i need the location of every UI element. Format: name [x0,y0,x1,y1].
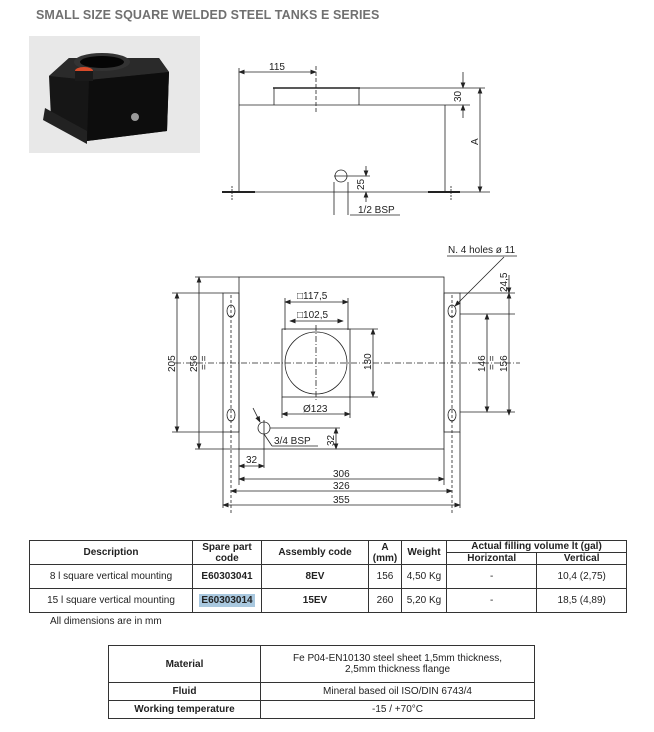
cell-spare-code: E60303014 [192,588,262,613]
highlighted-text[interactable]: E60303014 [199,594,255,607]
port-label-three-quarter-bsp: 3/4 BSP [274,436,311,447]
dim-30: 30 [453,90,464,102]
dim-32-vertical: 32 [326,434,337,446]
col-description: Description [29,540,193,565]
col-volume: Actual filling volume lt (gal) [446,540,627,553]
col-a: A(mm) [368,540,402,565]
col-assembly-code: Assembly code [261,540,369,565]
table-row: 8 l square vertical mounting E60303041 8… [29,564,627,589]
dim-256: 256 [189,355,200,372]
dim-146: 146 [477,355,488,372]
cell-horizontal: - [445,564,538,589]
page-title: SMALL SIZE SQUARE WELDED STEEL TANKS E S… [36,8,380,22]
dim-a: A [470,138,481,145]
dimensions-note: All dimensions are in mm [50,616,162,627]
spec-value: Mineral based oil ISO/DIN 6743/4 [260,682,535,701]
dim-32-horizontal: 32 [246,455,258,466]
spec-value-line: 2,5mm thickness flange [344,664,451,675]
dim-24-5: 24,5 [499,272,510,292]
cell-a: 260 [368,588,402,613]
cell-horizontal: - [445,588,538,613]
spec-value-line: Fe P04-EN10130 steel sheet 1,5mm thickne… [293,653,502,664]
plan-view [172,255,520,515]
col-a-unit: (mm) [372,552,398,564]
dim-156: 156 [499,355,510,372]
cell-description: 15 l square vertical mounting [29,588,193,613]
cell-assembly-code: 8EV [261,564,369,589]
product-photo [29,36,200,153]
cell-assembly-code: 15EV [261,588,369,613]
dim-115: 115 [269,62,285,73]
spec-value: -15 / +70°C [260,700,535,719]
models-table: Description Spare part code Assembly cod… [29,540,627,613]
cell-description: 8 l square vertical mounting [29,564,193,589]
col-horizontal: Horizontal [445,552,538,565]
tank-image [43,53,169,144]
equal-mark-left: = = [199,355,210,370]
dim-square-102: □102,5 [297,310,329,321]
dim-306: 306 [333,469,350,480]
spec-row-material: Material Fe P04-EN10130 steel sheet 1,5m… [108,645,535,683]
dim-square-117: □117,5 [297,291,328,302]
table-header-row: Description Spare part code Assembly cod… [29,540,627,565]
equal-mark-right: = = [487,355,498,370]
dim-25: 25 [356,178,367,190]
dim-dia-123: Ø123 [303,404,328,415]
col-weight: Weight [401,540,447,565]
dim-205: 205 [167,355,178,372]
side-view [222,66,490,216]
port-label-half-bsp: 1/2 BSP [358,205,395,216]
col-a-label: A [381,541,389,553]
cell-vertical: 18,5 (4,89) [536,588,627,613]
col-spare-code: Spare part code [192,540,262,565]
col-vertical: Vertical [536,552,627,565]
cell-weight: 5,20 Kg [401,588,447,613]
cell-a: 156 [368,564,402,589]
spec-label: Fluid [108,682,261,701]
spec-label: Material [108,645,261,683]
specs-table: Material Fe P04-EN10130 steel sheet 1,5m… [108,645,535,719]
cell-spare-code: E60303041 [192,564,262,589]
technical-drawing: 115 30 A 25 1/2 BSP [167,62,520,515]
dim-130: 130 [363,353,374,370]
dim-355: 355 [333,495,350,506]
table-row: 15 l square vertical mounting E60303014 … [29,588,627,613]
cell-weight: 4,50 Kg [401,564,447,589]
spec-value: Fe P04-EN10130 steel sheet 1,5mm thickne… [260,645,535,683]
dim-326: 326 [333,481,350,492]
cell-vertical: 10,4 (2,75) [536,564,627,589]
spec-label: Working temperature [108,700,261,719]
spec-row-temperature: Working temperature -15 / +70°C [108,700,535,719]
holes-note: N. 4 holes ø 11 [448,245,516,256]
spec-row-fluid: Fluid Mineral based oil ISO/DIN 6743/4 [108,682,535,701]
